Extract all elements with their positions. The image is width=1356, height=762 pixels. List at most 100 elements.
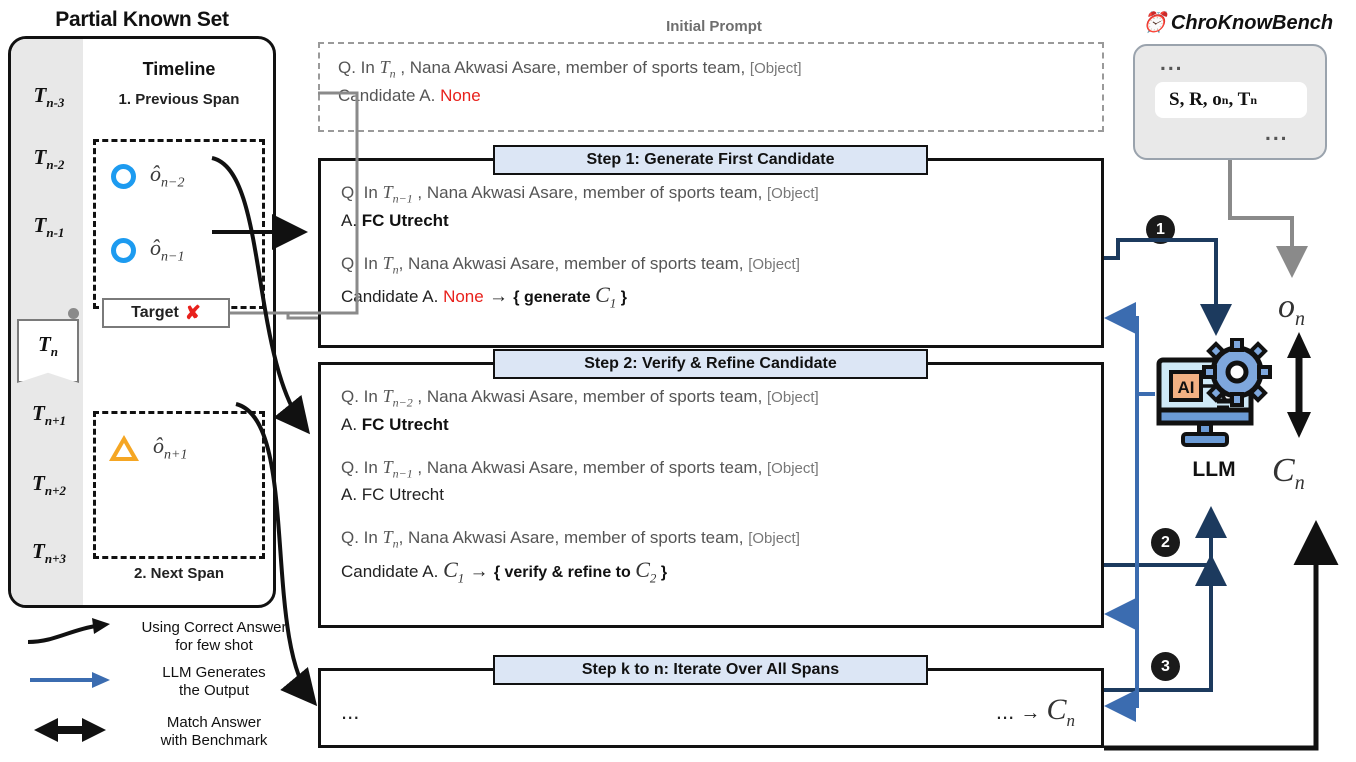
q-prefix: Q. In (338, 58, 380, 77)
time-label-tn+2: Tn+2 (32, 471, 66, 499)
action-open: { (513, 289, 524, 307)
time-label-tn-current: Tn (17, 319, 79, 383)
step-1-box: Step 1: Generate First Candidate Q. In T… (318, 145, 1104, 348)
step1-question-1: Q. In Tn−1 , Nana Akwasi Asare, member o… (341, 182, 819, 206)
target-label: Target (131, 304, 179, 321)
object-hat-label: ôn−2 (150, 161, 185, 191)
next-object-row-1: ôn+1 (109, 433, 187, 463)
a-answer: FC Utrecht (361, 414, 449, 434)
llm-to-step1-arrow (1104, 302, 1155, 396)
action-close: } (656, 564, 668, 582)
action-open: { (493, 564, 505, 582)
time-label-tn-2: Tn-2 (33, 145, 65, 173)
step2-question-3: Q. In Tn, Nana Akwasi Asare, member of s… (341, 527, 800, 551)
step1-to-llm-arrow (1104, 238, 1232, 336)
target-badge: Target ✘ (102, 298, 230, 328)
initial-prompt-box: Q. In Tn , Nana Akwasi Asare, member of … (318, 42, 1104, 132)
step-2-header: Step 2: Verify & Refine Candidate (493, 349, 928, 379)
arrow-glyph: → (1020, 702, 1041, 724)
candidate-value: None (443, 287, 484, 307)
a-prefix: A. (341, 485, 362, 505)
q-body: , Nana Akwasi Asare, member of sports te… (398, 253, 749, 273)
step2-answer-2: A. FC Utrecht (341, 482, 1081, 508)
time-label-tn+1: Tn+1 (32, 401, 66, 429)
next-span-label: 2. Next Span (133, 565, 225, 582)
legend-line-2: for few shot (175, 636, 253, 654)
q-object: [Object] (767, 389, 819, 406)
legend-item-match-benchmark: Match Answer with Benchmark (14, 712, 304, 751)
candidate-value: None (440, 85, 481, 105)
q-prefix: Q. In (341, 183, 383, 202)
q-body: , Nana Akwasi Asare, member of sports te… (412, 387, 768, 406)
candidate-prefix: Candidate A. (341, 562, 444, 582)
llm-icon-group: AI (1155, 337, 1273, 455)
match-benchmark-double-arrow (1287, 332, 1311, 438)
object-hat-label: ôn+1 (153, 433, 188, 463)
q-body: , Nana Akwasi Asare, member of sports te… (395, 58, 750, 77)
step-1-header: Step 1: Generate First Candidate (493, 145, 928, 175)
q-prefix: Q. In (341, 387, 383, 406)
alarm-clock-icon: ⏰ (1142, 12, 1167, 34)
chip-mid: , T (1228, 89, 1251, 110)
dots-right: ... (995, 699, 1015, 724)
benchmark-dots-bottom: ... (1265, 122, 1289, 145)
prompt-candidate-line: Candidate A. None (338, 83, 1084, 109)
object-hat-label: ôn−1 (150, 235, 185, 265)
action-text: verify & refine to (504, 564, 636, 582)
svg-text:AI: AI (1178, 378, 1195, 397)
a-prefix: A. (341, 210, 362, 230)
step2-question-1: Q. In Tn−2 , Nana Akwasi Asare, member o… (341, 386, 819, 410)
q-body: , Nana Akwasi Asare, member of sports te… (412, 457, 768, 477)
benchmark-dots-top: ... (1160, 52, 1184, 75)
on-label: on (1278, 288, 1305, 330)
step-k-dots-left: ... (341, 699, 360, 724)
q-prefix: Q. In (341, 253, 383, 273)
candidate-prefix: Candidate A. (341, 287, 444, 307)
time-label-tn-3: Tn-3 (33, 83, 65, 111)
arrow-glyph: → (489, 286, 508, 308)
step-k-header: Step k to n: Iterate Over All Spans (493, 655, 928, 685)
q-body: , Nana Akwasi Asare, member of sports te… (398, 528, 749, 548)
q-object: [Object] (767, 185, 819, 202)
prev-object-row-2: ôn−1 (111, 235, 184, 265)
llm-label: LLM (1192, 458, 1236, 481)
llm-to-stepk-arrow (1104, 614, 1139, 722)
timeline-title: Timeline (142, 59, 216, 79)
legend-line-1: Match Answer (166, 713, 262, 731)
legend-item-llm-output: LLM Generates the Output (14, 662, 304, 701)
step2-candidate: Candidate A. C1 → { verify & refine to C… (341, 557, 668, 586)
step-badge-2: 2 (1151, 528, 1180, 557)
target-x-icon: ✘ (184, 302, 201, 324)
benchmark-title: ChroKnowBench (1170, 12, 1334, 34)
circle-marker-blue-icon (111, 237, 136, 263)
step1-answer-1: A. FC Utrecht (341, 208, 1081, 234)
circle-marker-blue-icon (111, 163, 136, 189)
stepk-result-to-cn-arrow (1104, 520, 1339, 751)
cn-label: Cn (1272, 452, 1305, 494)
legend-item-correct-answer: Using Correct Answer for few shot (14, 614, 304, 659)
a-answer: FC Utrecht (361, 485, 444, 505)
candidate-prefix: Candidate A. (338, 85, 441, 105)
step-k-box: Step k to n: Iterate Over All Spans ... … (318, 655, 1104, 748)
step-badge-3: 3 (1151, 652, 1180, 681)
initial-prompt-label: Initial Prompt (666, 18, 762, 35)
q-prefix: Q. In (341, 457, 383, 477)
step1-candidate: Candidate A. None → { generate C1 } (341, 282, 627, 311)
target-connector-dot (68, 308, 79, 319)
benchmark-title-row: ⏰ChroKnowBench (1142, 10, 1333, 35)
q-object: [Object] (748, 530, 800, 548)
chip-text: S, R, o (1169, 89, 1222, 110)
prompt-question-line: Q. In Tn , Nana Akwasi Asare, member of … (338, 57, 802, 81)
legend-line-1: Using Correct Answer (141, 618, 287, 636)
time-label-tn+3: Tn+3 (32, 539, 66, 567)
legend-line-2: with Benchmark (160, 731, 268, 749)
step-badge-1: 1 (1146, 215, 1175, 244)
q-object: [Object] (749, 60, 802, 77)
step2-question-2: Q. In Tn−1 , Nana Akwasi Asare, member o… (341, 456, 819, 481)
prev-object-row-1: ôn−2 (111, 161, 184, 191)
q-prefix: Q. In (341, 528, 383, 548)
step-k-result: ... → Cn (995, 693, 1075, 730)
page-title: Partial Known Set (55, 8, 229, 31)
previous-span-label: 1. Previous Span (118, 91, 240, 108)
llm-to-step2-arrow (1104, 394, 1139, 630)
